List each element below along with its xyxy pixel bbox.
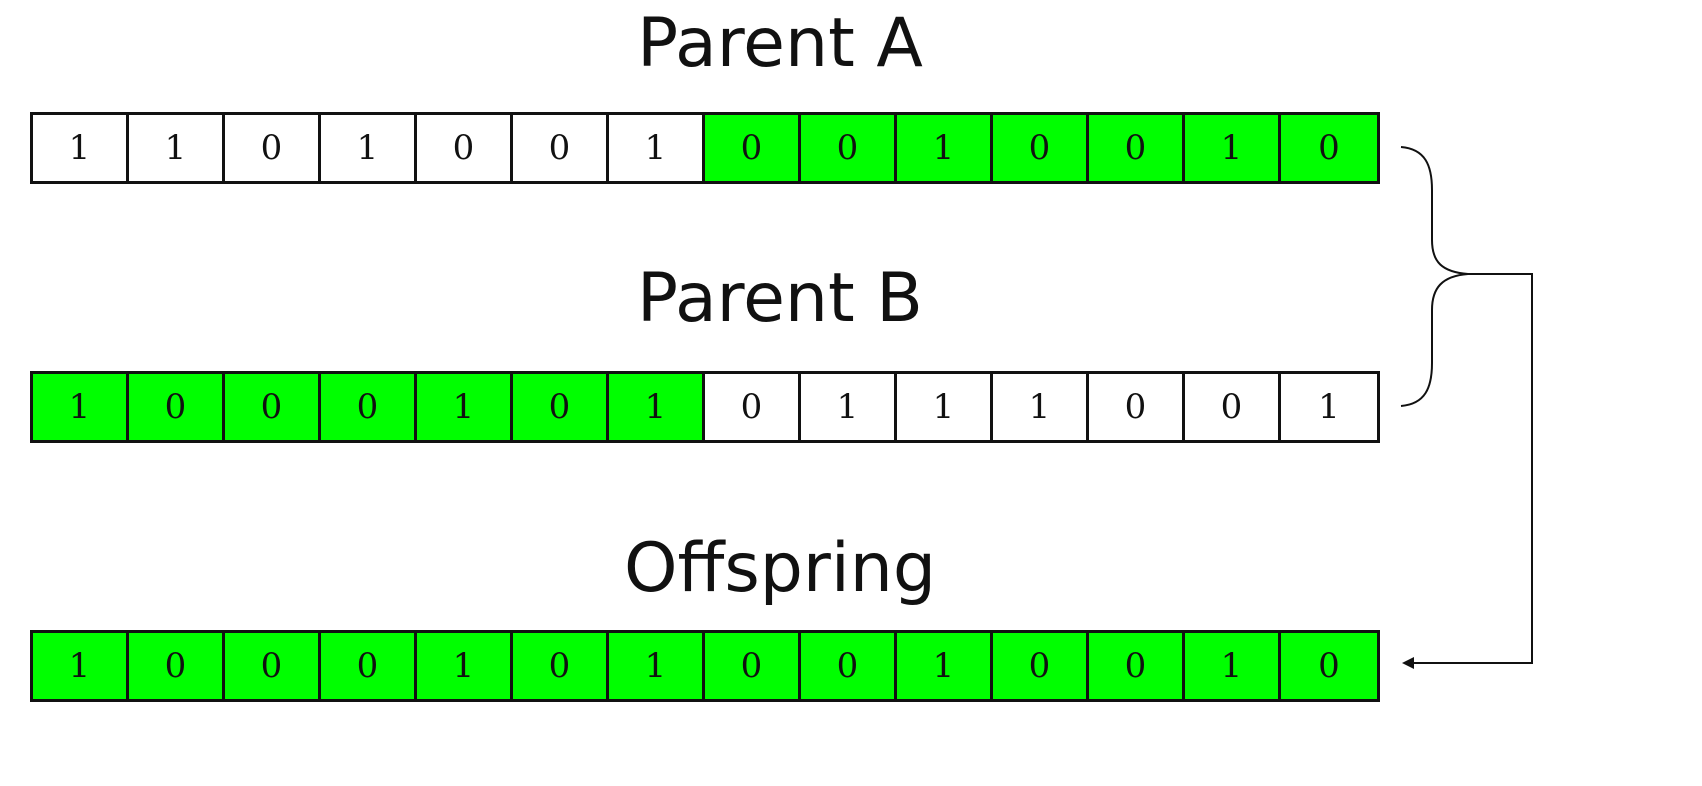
parent-b-chromosome: 1 0 0 0 1 0 1 0 1 1 1 0 0 1	[30, 371, 1380, 443]
parent-a-gene-8: 0	[705, 115, 801, 181]
parent-b-gene-1: 1	[33, 374, 129, 440]
parent-b-gene-8: 0	[705, 374, 801, 440]
offspring-gene-6: 0	[513, 633, 609, 699]
parent-b-gene-14: 1	[1281, 374, 1377, 440]
parent-b-gene-9: 1	[801, 374, 897, 440]
parent-a-gene-11: 0	[993, 115, 1089, 181]
parent-b-title: Parent B	[637, 259, 923, 338]
parent-a-title: Parent A	[637, 4, 923, 83]
parent-a-gene-3: 0	[225, 115, 321, 181]
offspring-title: Offspring	[623, 529, 937, 608]
parent-a-gene-2: 1	[129, 115, 225, 181]
offspring-gene-5: 1	[417, 633, 513, 699]
parent-a-gene-1: 1	[33, 115, 129, 181]
parent-b-gene-10: 1	[897, 374, 993, 440]
parent-b-gene-12: 0	[1089, 374, 1185, 440]
parent-a-gene-9: 0	[801, 115, 897, 181]
parent-b-gene-7: 1	[609, 374, 705, 440]
offspring-gene-10: 1	[897, 633, 993, 699]
parent-a-gene-12: 0	[1089, 115, 1185, 181]
offspring-gene-13: 1	[1185, 633, 1281, 699]
offspring-gene-2: 0	[129, 633, 225, 699]
parent-a-gene-10: 1	[897, 115, 993, 181]
offspring-gene-9: 0	[801, 633, 897, 699]
offspring-gene-12: 0	[1089, 633, 1185, 699]
parent-a-gene-6: 0	[513, 115, 609, 181]
parent-b-gene-13: 0	[1185, 374, 1281, 440]
offspring-gene-7: 1	[609, 633, 705, 699]
parent-b-gene-2: 0	[129, 374, 225, 440]
parent-b-gene-11: 1	[993, 374, 1089, 440]
offspring-chromosome: 1 0 0 0 1 0 1 0 0 1 0 0 1 0	[30, 630, 1380, 702]
offspring-gene-14: 0	[1281, 633, 1377, 699]
offspring-gene-4: 0	[321, 633, 417, 699]
parent-a-gene-13: 1	[1185, 115, 1281, 181]
parent-a-gene-14: 0	[1281, 115, 1377, 181]
parent-a-gene-7: 1	[609, 115, 705, 181]
offspring-gene-8: 0	[705, 633, 801, 699]
parent-b-gene-3: 0	[225, 374, 321, 440]
offspring-gene-3: 0	[225, 633, 321, 699]
offspring-gene-1: 1	[33, 633, 129, 699]
parent-b-gene-6: 0	[513, 374, 609, 440]
parent-a-gene-5: 0	[417, 115, 513, 181]
parent-a-chromosome: 1 1 0 1 0 0 1 0 0 1 0 0 1 0	[30, 112, 1380, 184]
parent-a-gene-4: 1	[321, 115, 417, 181]
offspring-gene-11: 0	[993, 633, 1089, 699]
parent-b-gene-4: 0	[321, 374, 417, 440]
parent-b-gene-5: 1	[417, 374, 513, 440]
